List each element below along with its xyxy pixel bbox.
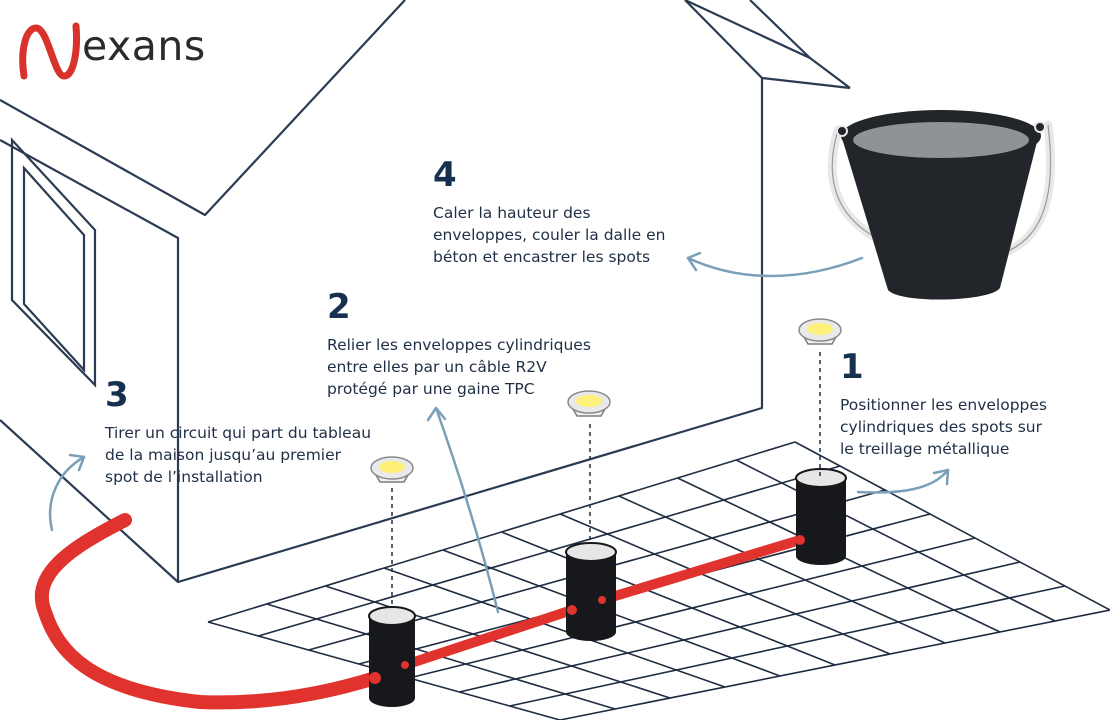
cylinder-casing-3 <box>368 606 416 707</box>
step-2-line-3: protégé par une gaine TPC <box>327 380 535 398</box>
logo-wordmark: exans <box>82 22 206 70</box>
step-3-line-2: de la maison jusqu’au premier <box>105 446 342 464</box>
house-window <box>10 137 97 388</box>
spot-light-1 <box>798 318 842 345</box>
step-3-number: 3 <box>105 375 129 415</box>
arrow-step-1 <box>856 468 950 494</box>
step-4-number: 4 <box>433 155 457 195</box>
spot-light-2 <box>567 390 611 417</box>
step-1-line-2: cylindriques des spots sur <box>840 418 1042 436</box>
pointer-arrows <box>48 251 950 614</box>
cylinder-casing-2 <box>565 542 617 641</box>
step-3-line-1: Tirer un circuit qui part du tableau <box>105 424 372 442</box>
step-1-line-1: Positionner les enveloppes <box>840 396 1048 414</box>
step-2-text: Relier les enveloppes cylindriques entre… <box>327 334 627 400</box>
step-3-text: Tirer un circuit qui part du tableau de … <box>105 422 415 488</box>
step-2-line-2: entre elles par un câble R2V <box>327 358 547 376</box>
red-cable <box>34 513 805 710</box>
nexans-logo: exans <box>18 20 248 90</box>
house-outline <box>0 0 851 584</box>
arrow-step-4 <box>686 251 864 278</box>
step-1-text: Positionner les enveloppes cylindriques … <box>840 394 1090 460</box>
step-3-line-3: spot de l’installation <box>105 468 263 486</box>
dashed-guides <box>391 352 821 606</box>
step-4: 4 Caler la hauteur des enveloppes, coule… <box>433 158 713 268</box>
step-4-line-3: béton et encastrer les spots <box>433 248 651 266</box>
step-4-text: Caler la hauteur des enveloppes, couler … <box>433 202 713 268</box>
step-1: 1 Positionner les enveloppes cylindrique… <box>840 350 1090 460</box>
step-2: 2 Relier les enveloppes cylindriques ent… <box>327 290 627 400</box>
step-2-number: 2 <box>327 287 351 327</box>
step-2-line-1: Relier les enveloppes cylindriques <box>327 336 591 354</box>
cable-joints <box>369 535 805 684</box>
arrow-step-2 <box>426 406 500 614</box>
spot-light-3 <box>370 456 414 483</box>
concrete-bucket <box>827 110 1056 300</box>
logo-n-mark-icon <box>19 22 80 80</box>
step-4-line-1: Caler la hauteur des <box>433 204 591 222</box>
step-1-line-3: le treillage métallique <box>840 440 1010 458</box>
arrow-step-3 <box>48 453 86 532</box>
step-1-number: 1 <box>840 347 864 387</box>
step-4-line-2: enveloppes, couler la dalle en <box>433 226 666 244</box>
cylinder-casing-1 <box>795 468 847 565</box>
step-3: 3 Tirer un circuit qui part du tableau d… <box>105 378 415 488</box>
